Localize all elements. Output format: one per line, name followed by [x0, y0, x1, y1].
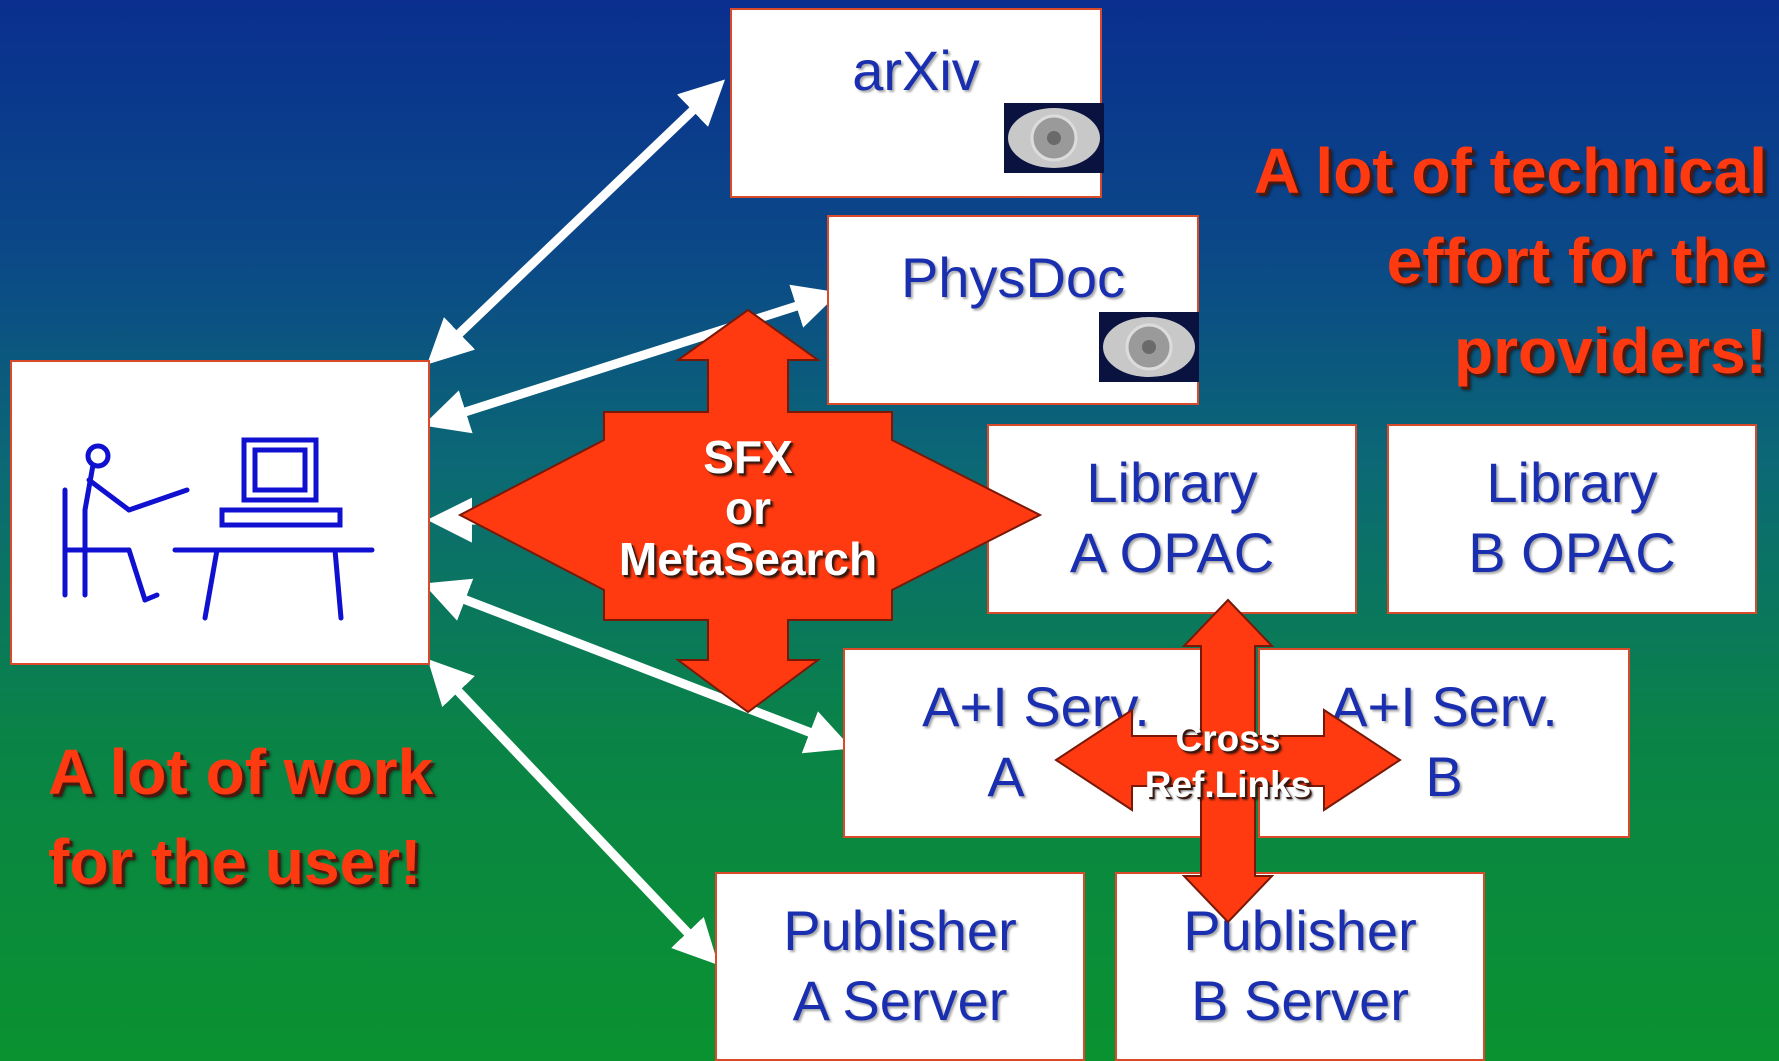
user-panel [10, 360, 430, 665]
sfx-line1: SFX [703, 431, 793, 483]
user-at-computer-icon [62, 437, 375, 621]
arxiv-eye-disc-icon [1004, 103, 1104, 173]
ai-a-line2: A [987, 745, 1025, 808]
user-message: A lot of work for the user! [48, 727, 433, 907]
sfx-line2: or [725, 482, 771, 534]
ai-b-line1: A+I Serv. [1330, 675, 1558, 738]
library-a-box: Library A OPAC [987, 424, 1357, 614]
ai-b-line2: B [1425, 745, 1463, 808]
providers-line3: providers! [1454, 315, 1767, 387]
publisher-a-box: Publisher A Server [715, 872, 1085, 1061]
sfx-line3: MetaSearch [618, 533, 878, 585]
crossref-label: Cross Ref.Links [1108, 716, 1348, 808]
crossref-four-way-arrow [1054, 598, 1402, 924]
library-a-line2: A OPAC [1069, 521, 1275, 584]
pub-a-line1: Publisher [783, 899, 1017, 962]
pub-a-line2: A Server [792, 969, 1008, 1032]
providers-line2: effort for the [1386, 225, 1767, 297]
crossref-line1: Cross [1175, 718, 1281, 759]
physdoc-label: PhysDoc [900, 246, 1126, 309]
ai-service-a-box: A+I Serv. A [843, 648, 1229, 838]
library-b-line1: Library [1486, 451, 1658, 514]
arxiv-label: arXiv [852, 39, 980, 102]
crossref-line2: Ref.Links [1144, 764, 1312, 805]
user-line2: for the user! [48, 826, 422, 898]
library-b-box: Library B OPAC [1387, 424, 1757, 614]
physdoc-eye-disc-icon [1099, 312, 1199, 382]
providers-line1: A lot of technical [1253, 135, 1767, 207]
publisher-b-box: Publisher B Server [1115, 872, 1485, 1061]
sfx-four-way-arrow [457, 308, 1043, 714]
library-b-line2: B OPAC [1468, 521, 1676, 584]
arrow-user-publisher [427, 658, 719, 966]
pub-b-line2: B Server [1191, 969, 1409, 1032]
library-a-line1: Library [1086, 451, 1258, 514]
sfx-label: SFX or MetaSearch [598, 432, 898, 585]
user-line1: A lot of work [48, 736, 434, 808]
providers-message: A lot of technical effort for the provid… [1254, 126, 1767, 396]
